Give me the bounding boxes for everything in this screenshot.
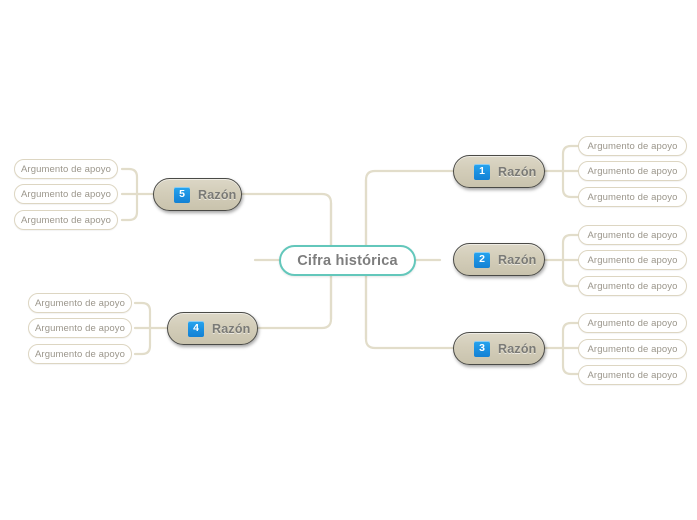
- reason-1-label: Razón: [498, 164, 537, 179]
- link-reason-3-arg-3: [561, 346, 580, 376]
- central-node[interactable]: Cifra histórica: [279, 245, 416, 276]
- reason-5-label: Razón: [198, 187, 237, 202]
- reason-node-1[interactable]: 1 Razón: [453, 155, 545, 188]
- link-reason-1-arg-1: [561, 144, 580, 173]
- link-reason-3-arg-1: [561, 321, 580, 350]
- link-reason-1-arg-3: [561, 169, 580, 199]
- argument-node-r5-3[interactable]: Argumento de apoyo: [14, 210, 118, 230]
- reason-4-label: Razón: [212, 321, 251, 336]
- link-reason-4-arg-1: [133, 301, 152, 330]
- argument-node-r4-2[interactable]: Argumento de apoyo: [28, 318, 132, 338]
- argument-node-r5-1[interactable]: Argumento de apoyo: [14, 159, 118, 179]
- link-reason-5-arg-3: [120, 192, 139, 222]
- argument-node-r1-1[interactable]: Argumento de apoyo: [578, 136, 687, 156]
- link-reason-2-arg-3: [561, 258, 580, 288]
- reason-2-label: Razón: [498, 252, 537, 267]
- central-node-label: Cifra histórica: [297, 252, 398, 269]
- argument-node-r1-3[interactable]: Argumento de apoyo: [578, 187, 687, 207]
- reason-node-2[interactable]: 2 Razón: [453, 243, 545, 276]
- argument-node-r4-1[interactable]: Argumento de apoyo: [28, 293, 132, 313]
- reason-3-number-badge: 3: [474, 340, 490, 357]
- argument-node-r4-3[interactable]: Argumento de apoyo: [28, 344, 132, 364]
- reason-4-number-badge: 4: [188, 320, 204, 337]
- argument-node-r2-1[interactable]: Argumento de apoyo: [578, 225, 687, 245]
- reason-node-4[interactable]: 4 Razón: [167, 312, 258, 345]
- argument-node-r2-3[interactable]: Argumento de apoyo: [578, 276, 687, 296]
- reason-node-5[interactable]: 5 Razón: [153, 178, 242, 211]
- link-reason-2-arg-1: [561, 233, 580, 262]
- reason-2-number-badge: 2: [474, 251, 490, 268]
- reason-1-number-badge: 1: [474, 163, 490, 180]
- reason-3-label: Razón: [498, 341, 537, 356]
- argument-node-r5-2[interactable]: Argumento de apoyo: [14, 184, 118, 204]
- argument-node-r3-3[interactable]: Argumento de apoyo: [578, 365, 687, 385]
- reason-5-number-badge: 5: [174, 186, 190, 203]
- argument-node-r2-2[interactable]: Argumento de apoyo: [578, 250, 687, 270]
- link-reason-5-arg-1: [120, 167, 139, 196]
- argument-node-r3-1[interactable]: Argumento de apoyo: [578, 313, 687, 333]
- argument-node-r1-2[interactable]: Argumento de apoyo: [578, 161, 687, 181]
- link-reason-4-arg-3: [133, 326, 152, 356]
- argument-node-r3-2[interactable]: Argumento de apoyo: [578, 339, 687, 359]
- reason-node-3[interactable]: 3 Razón: [453, 332, 545, 365]
